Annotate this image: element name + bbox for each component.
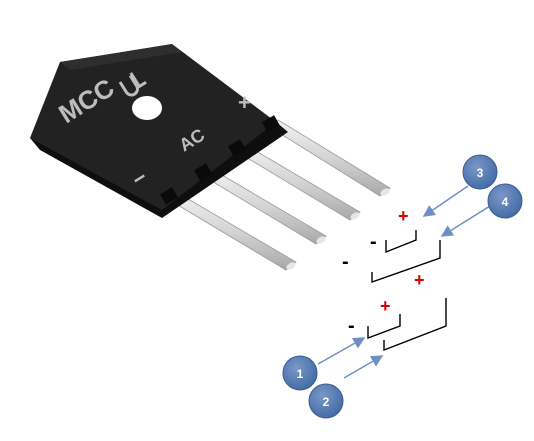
callout-arrows <box>317 185 491 379</box>
component-leads <box>165 119 391 271</box>
polarity-markers: + - - + + - <box>342 206 425 337</box>
rectifier-body <box>30 44 288 218</box>
polarity-brackets <box>367 230 447 352</box>
callout-3: 3 <box>462 154 498 190</box>
plus-marker-upper: + <box>398 206 409 226</box>
callout-3-number: 3 <box>477 166 484 180</box>
arrow-3 <box>422 185 469 217</box>
bracket-lower-outer <box>383 298 447 352</box>
bracket-lower-inner <box>367 314 401 340</box>
plus-marker-outer: + <box>414 270 425 290</box>
ul-logo <box>118 72 147 97</box>
callout-4-number: 4 <box>502 195 509 209</box>
callout-1: 1 <box>282 355 318 391</box>
lead-1 <box>165 191 297 271</box>
arrow-2 <box>343 355 384 379</box>
lead-2 <box>199 167 327 245</box>
callout-2-number: 2 <box>323 395 330 409</box>
minus-marker-lower: - <box>348 315 355 337</box>
plus-marker-lower: + <box>380 296 391 316</box>
bracket-upper-inner <box>385 230 417 254</box>
minus-marker-upper: - <box>370 231 377 253</box>
mounting-hole <box>132 96 162 120</box>
arrow-1 <box>317 337 366 365</box>
terminal-plus-label: + <box>238 90 251 115</box>
callout-1-number: 1 <box>297 367 304 381</box>
bracket-upper-outer <box>371 240 441 283</box>
arrow-4 <box>440 205 491 237</box>
callout-2: 2 <box>308 383 344 419</box>
minus-marker-outer: - <box>342 251 349 273</box>
callout-4: 4 <box>487 183 523 219</box>
